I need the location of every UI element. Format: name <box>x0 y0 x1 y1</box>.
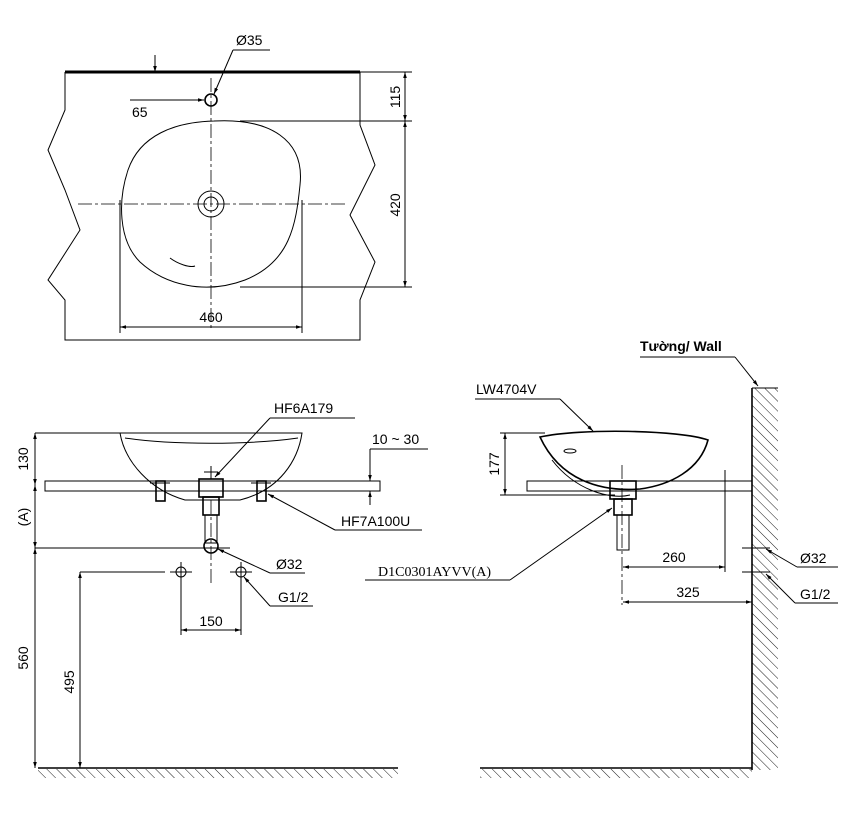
dim-325-label: 325 <box>676 584 700 600</box>
basin-top-outline <box>121 120 301 288</box>
wall-label: Tường/ Wall <box>640 338 722 354</box>
side-basin-outline <box>538 430 709 491</box>
drain-outer <box>197 190 225 218</box>
dim-260-label: 260 <box>662 549 686 565</box>
countertop-outline <box>47 72 376 341</box>
dim-150-label: 150 <box>199 613 223 629</box>
tap-hole-diameter-label: Ø35 <box>236 32 263 48</box>
side-drain-diameter-label: Ø32 <box>800 550 827 566</box>
top-view: Ø35 65 115 420 460 <box>47 32 412 341</box>
front-view: 130 (A) 560 495 150 HF6A179 10 ~ 30 HF7A… <box>15 400 428 778</box>
counter-thickness-label: 10 ~ 30 <box>372 431 419 447</box>
dim-115-label: 115 <box>387 86 403 109</box>
wall-hatch <box>752 388 778 770</box>
part-drain-label: HF6A179 <box>274 400 333 416</box>
side-view: 177 260 325 Tường/ Wall LW4704V D1C0301A… <box>365 338 838 778</box>
dim-560-label: 560 <box>15 646 31 670</box>
dim-420-label: 420 <box>387 193 403 217</box>
side-supply-thread-label: G1/2 <box>800 586 831 602</box>
front-brackets <box>150 480 271 502</box>
dim-495-label: 495 <box>61 670 77 694</box>
side-countertop <box>526 480 753 492</box>
tap-offset-label: 65 <box>132 104 148 120</box>
side-drain-assembly <box>609 480 637 551</box>
dim-a-label: (A) <box>15 508 31 527</box>
tap-hole <box>204 93 218 107</box>
dim-460-label: 460 <box>199 309 223 325</box>
drain-inner <box>203 196 219 212</box>
front-countertop <box>44 480 381 492</box>
drain-model-label: D1C0301AYVV(A) <box>378 565 491 580</box>
part-bracket-label: HF7A100U <box>341 513 410 529</box>
front-basin-outline <box>119 432 303 501</box>
front-supply-thread-label: G1/2 <box>278 589 309 605</box>
front-drain-diameter-label: Ø32 <box>276 556 303 572</box>
basin-model-label: LW4704V <box>476 381 537 397</box>
dim-130-label: 130 <box>15 447 31 471</box>
overflow-slot <box>169 257 196 267</box>
dim-177-label: 177 <box>486 452 502 476</box>
